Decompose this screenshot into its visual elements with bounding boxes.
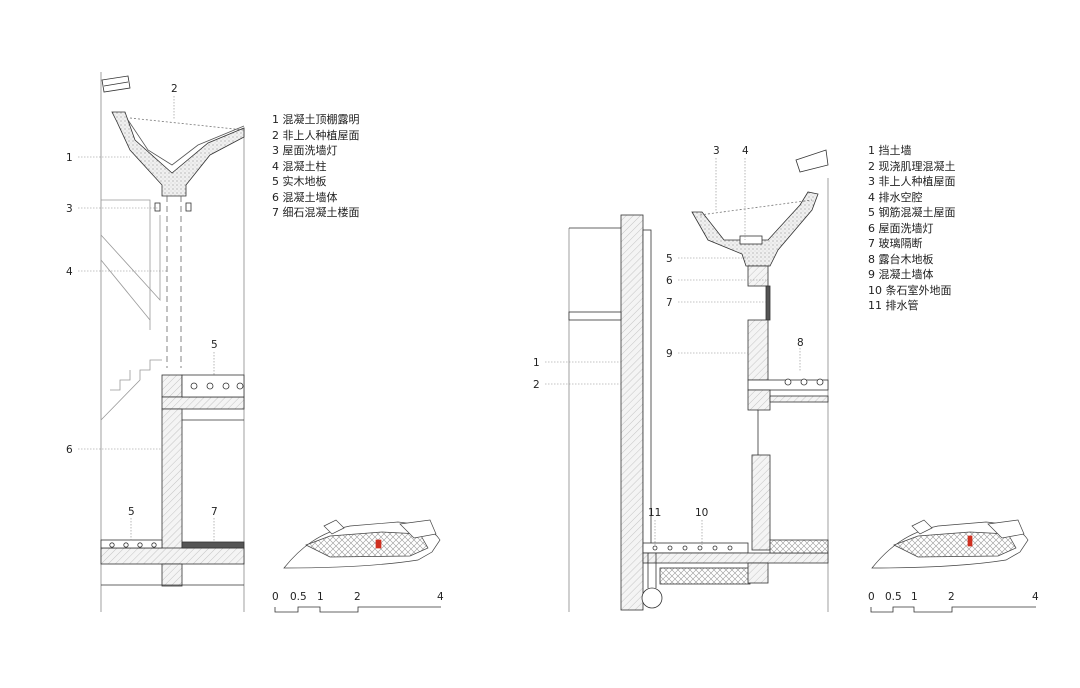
left-scale-0-5: 0.5 [290,591,307,603]
left-legend-item: 2 非上人种植屋面 [272,128,360,142]
left-legend-item: 5 实木地板 [272,175,327,188]
right-legend-item: 4 排水空腔 [868,190,923,204]
right-legend-item: 9 混凝土墙体 [868,268,934,281]
right-callouts: 3 4 5 6 7 9 1 2 8 11 10 [533,145,804,545]
right-legend-item: 5 钢筋混凝土屋面 [868,206,956,219]
left-scale-4: 4 [437,591,444,603]
right-callout-3: 3 [713,145,720,157]
right-scale-1: 1 [911,591,918,603]
right-legend-item: 10 条石室外地面 [868,283,952,297]
left-section-drawing [100,72,245,612]
right-legend: 1 挡土墙 2 现浇肌理混凝土 3 非上人种植屋面 4 排水空腔 5 钢筋混凝土… [868,143,956,314]
right-callout-7: 7 [666,297,673,309]
left-callout-3: 3 [66,203,73,215]
right-legend-item: 11 排水管 [868,299,919,312]
right-scale-bar [870,606,1036,613]
left-legend-item: 3 屋面洗墙灯 [272,144,338,157]
right-key-plan [871,519,1029,569]
right-callout-5: 5 [666,253,673,265]
left-scale-1: 1 [317,591,324,603]
left-callout-6: 6 [66,444,73,456]
right-callout-8: 8 [797,337,804,349]
left-scale-0: 0 [272,591,279,603]
left-legend-item: 7 细石混凝土楼面 [272,206,360,219]
right-scale-4: 4 [1032,591,1039,603]
left-legend-item: 4 混凝土柱 [272,159,327,173]
right-callout-1: 1 [533,357,540,369]
left-callout-2: 2 [171,83,178,95]
right-scale-0-5: 0.5 [885,591,902,603]
right-legend-item: 7 玻璃隔断 [868,237,923,250]
left-callout-5-upper: 5 [211,339,218,351]
right-legend-item: 6 屋面洗墙灯 [868,221,934,235]
right-legend-item: 2 现浇肌理混凝土 [868,159,956,173]
left-callout-5-lower: 5 [128,506,135,518]
right-callout-2: 2 [533,379,540,391]
right-callout-6: 6 [666,275,673,287]
left-legend: 1 混凝土顶棚露明 2 非上人种植屋面 3 屋面洗墙灯 4 混凝土柱 5 实木地… [272,112,360,221]
right-callout-9: 9 [666,348,673,360]
left-legend-item: 1 混凝土顶棚露明 [272,113,360,126]
left-scale-bar [274,606,441,613]
right-section-drawing [568,149,829,612]
left-callout-4: 4 [66,266,73,278]
right-legend-item: 8 露台木地板 [868,252,934,266]
right-callout-10: 10 [695,507,708,519]
right-scale-2: 2 [948,591,955,603]
left-scale-2: 2 [354,591,361,603]
right-legend-item: 3 非上人种植屋面 [868,175,956,188]
right-callout-11: 11 [648,507,661,519]
left-key-plan [283,519,441,569]
left-legend-item: 6 混凝土墙体 [272,190,338,204]
left-callout-7: 7 [211,506,218,518]
right-scale-0: 0 [868,591,875,603]
left-callouts: 2 1 3 4 5 6 5 7 [66,83,218,542]
right-legend-item: 1 挡土墙 [868,144,912,157]
left-callout-1: 1 [66,152,73,164]
right-callout-4: 4 [742,145,749,157]
